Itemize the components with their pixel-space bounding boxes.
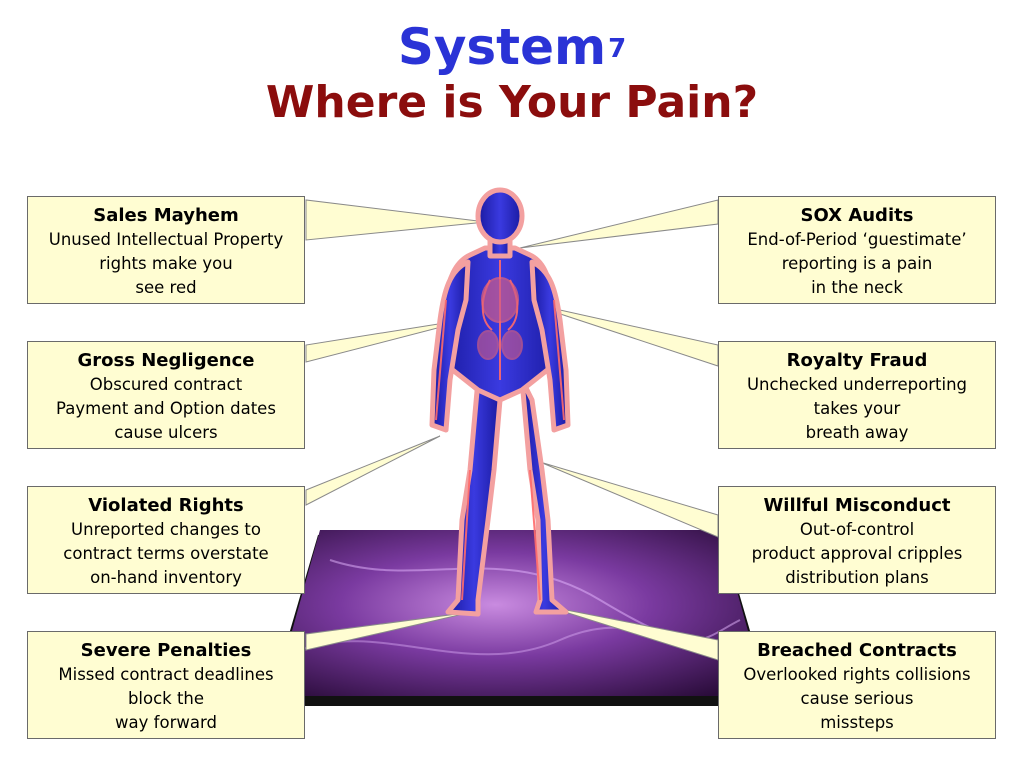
callout-willful-misconduct: Willful Misconduct Out-of-control produc… — [718, 486, 996, 594]
callout-heading: Breached Contracts — [757, 640, 957, 661]
callout-heading: Severe Penalties — [80, 640, 252, 661]
callout-gross-negligence: Gross Negligence Obscured contract Payme… — [27, 341, 305, 449]
callout-breached-contracts: Breached Contracts Overlooked rights col… — [718, 631, 996, 739]
pointer-sales-mayhem — [305, 199, 487, 241]
callout-severe-penalties: Severe Penalties Missed contract deadlin… — [27, 631, 305, 739]
callout-body: Obscured contract Payment and Option dat… — [56, 375, 276, 442]
callout-body: Unused Intellectual Property rights make… — [48, 230, 284, 297]
pointer-wedges — [305, 199, 719, 661]
callout-body: Overlooked rights collisions cause serio… — [743, 665, 971, 732]
callout-violated-rights: Violated Rights Unreported changes to co… — [27, 486, 305, 594]
callout-body: Unchecked underreporting takes your brea… — [746, 375, 968, 442]
callout-body: Unreported changes to contract terms ove… — [63, 520, 269, 587]
callout-body: Out-of-control product approval cripples… — [751, 520, 963, 587]
callout-heading: Gross Negligence — [77, 350, 255, 371]
pointer-willful-misconduct — [539, 461, 719, 538]
pointer-gross-negligence — [305, 317, 477, 363]
callout-heading: Violated Rights — [88, 495, 244, 516]
pointer-sox-audits — [519, 199, 719, 249]
callout-heading: Willful Misconduct — [763, 495, 951, 516]
title-superscript: 7 — [608, 34, 627, 64]
callout-heading: SOX Audits — [800, 205, 914, 226]
callout-heading: Royalty Fraud — [786, 350, 928, 371]
callout-royalty-fraud: Royalty Fraud Unchecked underreporting t… — [718, 341, 996, 449]
organs-detail — [435, 260, 565, 601]
page-subtitle: Where is Your Pain? — [265, 77, 759, 128]
title-main: System — [397, 18, 607, 76]
human-anatomy-figure — [429, 187, 571, 617]
purple-floor-tile — [268, 530, 772, 706]
pointer-violated-rights — [305, 435, 441, 506]
callout-heading: Sales Mayhem — [93, 205, 239, 226]
title-block: System7 Where is Your Pain? — [0, 18, 1024, 130]
pointer-severe-penalties — [305, 611, 473, 651]
callout-sox-audits: SOX Audits End-of-Period ‘guestimate’ re… — [718, 196, 996, 304]
page-title: System7 — [0, 18, 1024, 76]
callout-sales-mayhem: Sales Mayhem Unused Intellectual Propert… — [27, 196, 305, 304]
callout-body: End-of-Period ‘guestimate’ reporting is … — [747, 230, 967, 297]
callout-body: Missed contract deadlines block the way … — [58, 665, 274, 732]
